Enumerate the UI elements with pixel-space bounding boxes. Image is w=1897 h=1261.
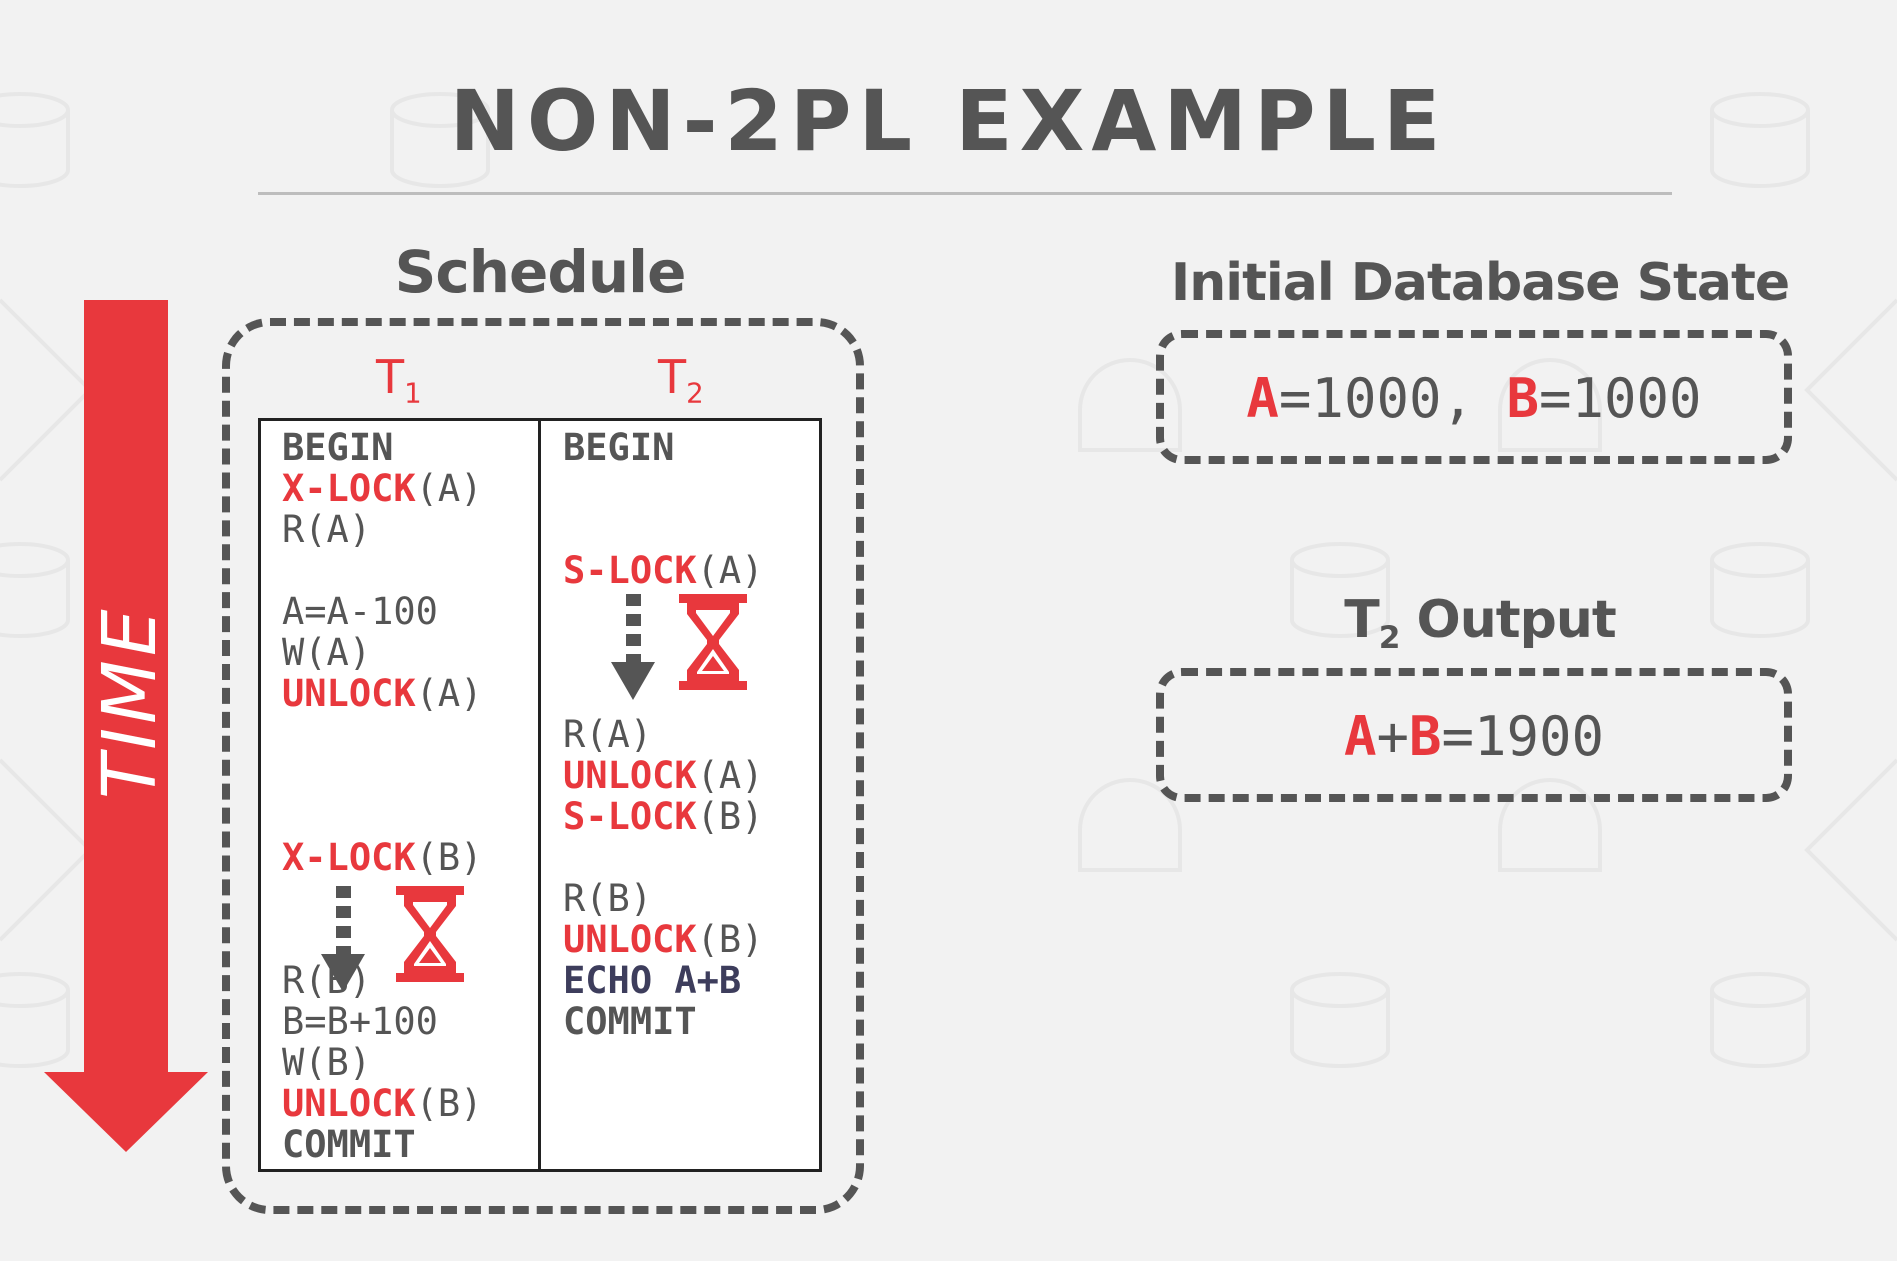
initial-b-name: B [1506,367,1540,430]
output-heading-subscript: 2 [1378,619,1401,656]
t1-op: UNLOCK(B) [282,1082,483,1125]
output-sum: =1900 [1441,705,1605,768]
t2-output-heading: T2 Output [1270,590,1690,656]
output-b-name: B [1408,705,1442,768]
initial-a-name: A [1246,367,1279,430]
t2-op: S-LOCK(A) [563,549,764,592]
title-divider [258,192,1672,195]
t1-op: R(A) [282,508,372,551]
t1-op: UNLOCK(A) [282,672,483,715]
initial-b-value: =1000 [1539,367,1702,430]
time-arrow-icon [44,300,208,1152]
column-divider [538,418,541,1172]
t2-subscript: 2 [686,376,704,410]
t2-output-box [1156,668,1792,802]
schedule-heading: Schedule [394,238,687,306]
t1-name: T [376,350,405,404]
dashed-down-arrow-icon [611,594,655,700]
t2-output-value: A+B=1900 [1156,705,1792,768]
t1-op: W(A) [282,631,372,674]
time-label: TIME [87,605,173,799]
output-a-name: A [1343,705,1377,768]
t2-op: S-LOCK(B) [563,795,764,838]
t1-op: X-LOCK(A) [282,467,483,510]
output-heading-prefix: T [1344,590,1379,650]
initial-state-heading: Initial Database State [1170,253,1790,313]
output-plus: + [1376,705,1409,768]
t2-name: T [658,350,687,404]
slide-title: NON-2PL EXAMPLE [449,72,1448,170]
output-heading-suffix: Output [1399,590,1617,650]
initial-state-box [1156,330,1792,464]
schedule-box [222,318,864,1214]
dashed-down-arrow-icon [321,886,365,992]
t1-op: BEGIN [282,426,394,469]
t2-op: COMMIT [563,1000,697,1043]
t1-op: COMMIT [282,1123,416,1166]
t2-op: ECHO A+B [563,959,742,1002]
t1-op: A=A-100 [282,590,438,633]
initial-state-values: A=1000, B=1000 [1156,367,1792,430]
t2-op: BEGIN [563,426,675,469]
t2-op: R(B) [563,877,653,920]
t1-op: X-LOCK(B) [282,836,483,879]
t2-op: UNLOCK(B) [563,918,764,961]
hourglass-icon [396,886,464,982]
t1-op: B=B+100 [282,1000,438,1043]
hourglass-icon [679,594,747,690]
t1-subscript: 1 [404,376,422,410]
t1-op: W(B) [282,1041,372,1084]
t2-op: R(A) [563,713,653,756]
initial-a-value: =1000, [1278,367,1507,430]
t2-header: T2 [658,350,704,410]
t1-header: T1 [376,350,422,410]
t2-op: UNLOCK(A) [563,754,764,797]
